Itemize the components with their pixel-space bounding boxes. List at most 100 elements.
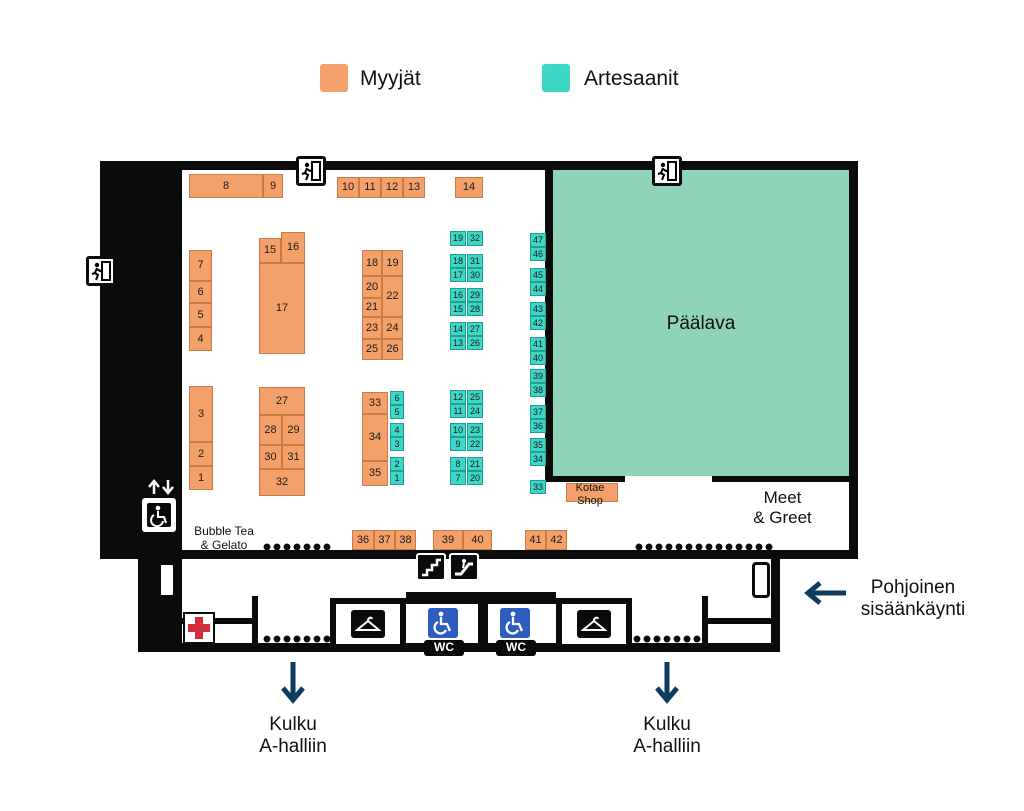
- cloakroom-hanger-icon[interactable]: [330, 598, 406, 644]
- artisan-booth[interactable]: 8: [450, 457, 466, 471]
- artisan-booth[interactable]: 10: [450, 423, 466, 437]
- artisan-booth[interactable]: 3: [390, 437, 404, 451]
- north-entrance-label[interactable]: Pohjoinen sisäänkäynti: [860, 577, 966, 620]
- artisan-booth[interactable]: 26: [467, 336, 483, 350]
- vendor-booth[interactable]: 23: [362, 317, 382, 339]
- artisan-booth[interactable]: 32: [467, 231, 483, 246]
- artisan-booth[interactable]: 33: [530, 480, 546, 494]
- artisan-booth[interactable]: 22: [467, 437, 483, 451]
- vendor-booth[interactable]: 31: [282, 445, 305, 469]
- vendor-booth[interactable]: 11: [359, 177, 381, 198]
- vendor-booth[interactable]: 14: [455, 177, 483, 198]
- artisan-booth[interactable]: 30: [467, 268, 483, 282]
- vendor-booth[interactable]: 25: [362, 339, 382, 360]
- artisan-booth[interactable]: 40: [530, 351, 546, 365]
- artisan-booth[interactable]: 14: [450, 322, 466, 336]
- vendor-booth[interactable]: 6: [189, 281, 212, 303]
- artisan-booth[interactable]: 2: [390, 457, 404, 471]
- vendor-booth[interactable]: 27: [259, 387, 305, 415]
- first-aid-cross-icon[interactable]: [183, 612, 215, 644]
- vendor-booth[interactable]: 35: [362, 461, 388, 486]
- passage-a-hall-right-label[interactable]: Kulku A-halliin: [633, 714, 701, 757]
- vendor-booth[interactable]: 1: [189, 466, 213, 490]
- vendor-booth[interactable]: 41: [525, 530, 546, 550]
- artisan-booth[interactable]: 4: [390, 423, 404, 437]
- vendor-booth[interactable]: 7: [189, 250, 212, 281]
- vendor-booth[interactable]: 36: [352, 530, 374, 550]
- artisan-booth[interactable]: 35: [530, 438, 546, 452]
- artisan-booth[interactable]: 34: [530, 452, 546, 466]
- vendor-booth[interactable]: 29: [282, 415, 305, 445]
- vendor-booth[interactable]: 38: [395, 530, 416, 550]
- vendor-booth[interactable]: 22: [382, 276, 403, 317]
- vendor-booth[interactable]: 32: [259, 469, 305, 496]
- vendor-booth[interactable]: 10: [337, 177, 359, 198]
- artisan-booth[interactable]: 44: [530, 282, 546, 296]
- wheelchair-icon[interactable]: [500, 608, 530, 638]
- artisan-booth[interactable]: 9: [450, 437, 466, 451]
- vendor-booth[interactable]: 4: [189, 327, 212, 351]
- vendor-booth[interactable]: 24: [382, 317, 403, 339]
- artisan-booth[interactable]: 12: [450, 390, 466, 404]
- artisan-booth[interactable]: 41: [530, 337, 546, 351]
- artisan-booth[interactable]: 23: [467, 423, 483, 437]
- vendor-booth[interactable]: 20: [362, 276, 382, 298]
- vendor-booth[interactable]: 3: [189, 386, 213, 442]
- artisan-booth[interactable]: 18: [450, 254, 466, 268]
- artisan-booth[interactable]: 17: [450, 268, 466, 282]
- vendor-booth[interactable]: 39: [433, 530, 463, 550]
- artisan-booth[interactable]: 15: [450, 302, 466, 316]
- artisan-booth[interactable]: 19: [450, 231, 466, 246]
- artisan-booth[interactable]: 25: [467, 390, 483, 404]
- passage-a-hall-left-label[interactable]: Kulku A-halliin: [259, 714, 327, 757]
- vendor-booth[interactable]: 40: [463, 530, 492, 550]
- wheelchair-icon[interactable]: [428, 608, 458, 638]
- bubble-tea-label[interactable]: Bubble Tea & Gelato: [194, 524, 254, 552]
- kotae-shop[interactable]: [566, 483, 618, 502]
- vendor-booth[interactable]: 21: [362, 298, 382, 317]
- escalator-icon[interactable]: [449, 553, 479, 581]
- vendor-booth[interactable]: 5: [189, 303, 212, 327]
- vendor-booth[interactable]: 17: [259, 263, 305, 354]
- vendor-booth[interactable]: 26: [382, 339, 403, 360]
- accessible-elevator-icon[interactable]: [142, 498, 176, 532]
- artisan-booth[interactable]: 24: [467, 404, 483, 418]
- artisan-booth[interactable]: 39: [530, 369, 546, 383]
- vendor-booth[interactable]: 15: [259, 238, 281, 263]
- artisan-booth[interactable]: 46: [530, 247, 546, 261]
- artisan-booth[interactable]: 27: [467, 322, 483, 336]
- main-stage[interactable]: [553, 170, 849, 476]
- vendor-booth[interactable]: 37: [374, 530, 395, 550]
- vendor-booth[interactable]: 33: [362, 392, 388, 414]
- meet-greet-label[interactable]: Meet & Greet: [753, 488, 812, 527]
- artisan-booth[interactable]: 16: [450, 288, 466, 302]
- artisan-booth[interactable]: 1: [390, 471, 404, 485]
- artisan-booth[interactable]: 45: [530, 268, 546, 282]
- artisan-booth[interactable]: 6: [390, 391, 404, 405]
- artisan-booth[interactable]: 11: [450, 404, 466, 418]
- vendor-booth[interactable]: 19: [382, 250, 403, 276]
- vendor-booth[interactable]: 8: [189, 174, 263, 198]
- artisan-booth[interactable]: 42: [530, 316, 546, 330]
- vendor-booth[interactable]: 18: [362, 250, 382, 276]
- artisan-booth[interactable]: 29: [467, 288, 483, 302]
- artisan-booth[interactable]: 36: [530, 419, 546, 433]
- artisan-booth[interactable]: 31: [467, 254, 483, 268]
- artisan-booth[interactable]: 28: [467, 302, 483, 316]
- vendor-booth[interactable]: 9: [263, 174, 283, 198]
- artisan-booth[interactable]: 37: [530, 405, 546, 419]
- vendor-booth[interactable]: 13: [403, 177, 425, 198]
- artisan-booth[interactable]: 43: [530, 302, 546, 316]
- artisan-booth[interactable]: 38: [530, 383, 546, 397]
- vendor-booth[interactable]: 16: [281, 232, 305, 263]
- vendor-booth[interactable]: 2: [189, 442, 213, 466]
- artisan-booth[interactable]: 5: [390, 405, 404, 419]
- artisan-booth[interactable]: 21: [467, 457, 483, 471]
- vendor-booth[interactable]: 30: [259, 445, 282, 469]
- artisan-booth[interactable]: 47: [530, 233, 546, 247]
- artisan-booth[interactable]: 20: [467, 471, 483, 485]
- artisan-booth[interactable]: 7: [450, 471, 466, 485]
- vendor-booth[interactable]: 12: [381, 177, 403, 198]
- vendor-booth[interactable]: 34: [362, 414, 388, 461]
- cloakroom-hanger-icon[interactable]: [556, 598, 632, 644]
